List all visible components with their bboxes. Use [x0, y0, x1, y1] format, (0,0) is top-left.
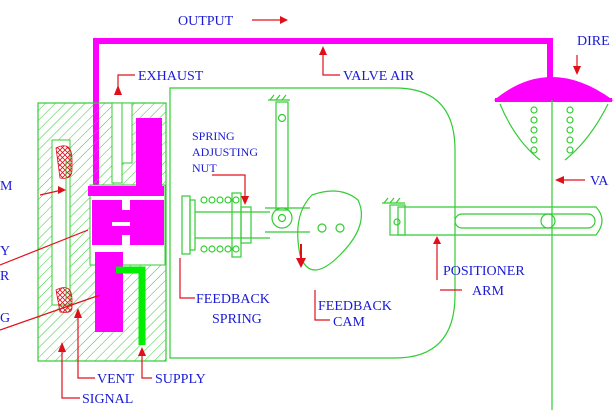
- spring-coils-top: [200, 196, 240, 204]
- spring-coils-bottom: [200, 245, 240, 253]
- positioner-arm: [265, 197, 603, 236]
- supply-passage: [116, 266, 146, 345]
- label-pilot: G: [0, 311, 10, 326]
- label-exhaust: EXHAUST: [138, 69, 204, 84]
- label-positioner-arm-2: ARM: [472, 284, 504, 299]
- label-feedback-spring-2: SPRING: [212, 312, 262, 327]
- label-feedback-cam-2: CAM: [333, 315, 365, 330]
- label-output: OUTPUT: [178, 14, 234, 29]
- label-spring-adjusting-1: SPRING: [192, 129, 235, 143]
- feedback-cam: [296, 190, 362, 271]
- label-valve-stem: VA: [590, 174, 609, 189]
- valve-actuator: [493, 77, 614, 410]
- label-supply: SUPPLY: [155, 372, 206, 387]
- leader-lines: [0, 16, 585, 399]
- label-vent: VENT: [97, 372, 135, 387]
- label-valve-air: VALVE AIR: [343, 69, 415, 84]
- relay-valve: [88, 118, 164, 332]
- positioner-housing: [169, 87, 456, 359]
- label-relay-bottom: R: [0, 269, 10, 284]
- actuator-spring-right: [566, 106, 574, 154]
- label-spring-adjusting-3: NUT: [192, 161, 217, 175]
- label-spring-adjusting-2: ADJUSTING: [192, 145, 258, 159]
- label-signal: SIGNAL: [82, 392, 133, 407]
- label-feedback-cam-1: FEEDBACK: [318, 299, 392, 314]
- label-relay-top: Y: [0, 244, 10, 259]
- label-positioner-arm-1: POSITIONER: [443, 264, 525, 279]
- label-feedback-spring-1: FEEDBACK: [196, 292, 270, 307]
- feedback-spring-assembly: [181, 192, 270, 258]
- actuator-spring-left: [530, 106, 538, 154]
- label-diaphragm: M: [0, 179, 13, 194]
- label-direct: DIRE: [577, 34, 610, 49]
